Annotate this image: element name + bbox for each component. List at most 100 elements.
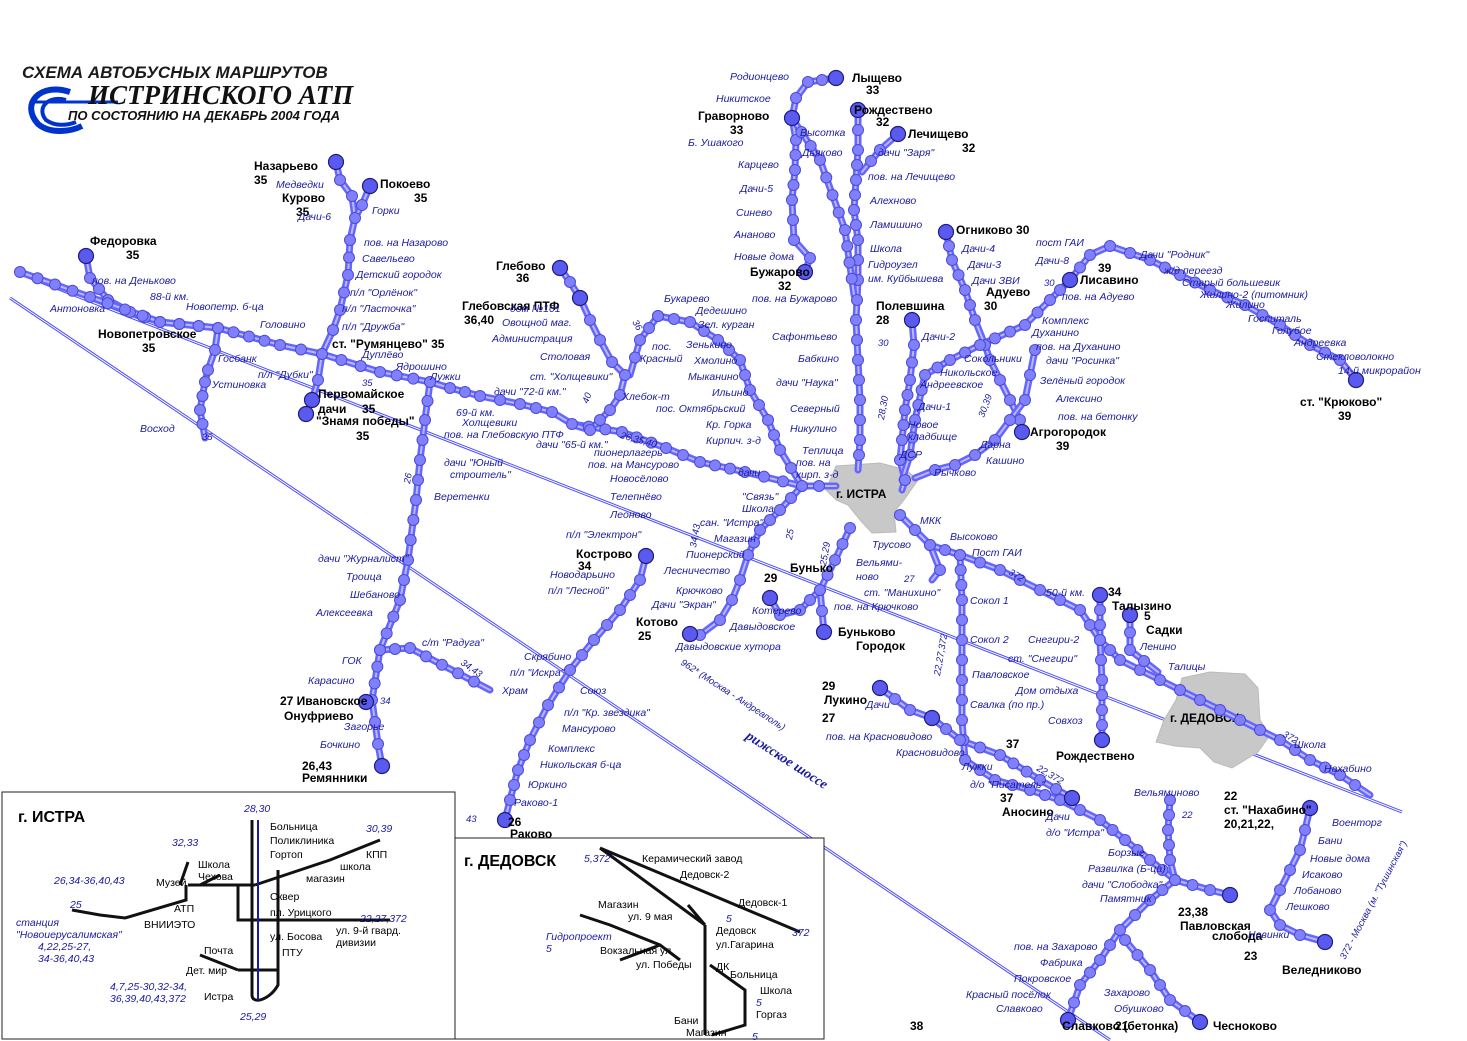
- stop-marker[interactable]: [709, 459, 721, 472]
- stop-marker[interactable]: [368, 677, 381, 690]
- stop-marker[interactable]: [594, 334, 606, 346]
- stop-marker[interactable]: [258, 334, 271, 347]
- stop-marker[interactable]: [1054, 794, 1066, 806]
- stop-marker[interactable]: [374, 644, 386, 656]
- stop-marker[interactable]: [1096, 704, 1108, 716]
- stop-marker[interactable]: [629, 351, 641, 364]
- stop-marker[interactable]: [714, 614, 726, 626]
- stop-marker[interactable]: [939, 544, 951, 556]
- stop-marker[interactable]: [814, 154, 826, 166]
- stop-marker[interactable]: [919, 369, 931, 381]
- stop-marker[interactable]: [940, 723, 952, 735]
- stop-marker[interactable]: [542, 699, 554, 711]
- stop-marker[interactable]: [1084, 966, 1096, 979]
- stop-marker[interactable]: [845, 272, 858, 285]
- stop-marker[interactable]: [371, 660, 384, 673]
- stop-marker[interactable]: [909, 524, 921, 536]
- stop-marker[interactable]: [832, 206, 845, 219]
- stop-marker[interactable]: [854, 394, 866, 406]
- stop-marker[interactable]: [1084, 619, 1096, 631]
- stop-marker[interactable]: [1124, 626, 1136, 639]
- stop-marker[interactable]: [584, 424, 596, 436]
- stop-marker[interactable]: [1334, 769, 1346, 781]
- stop-marker[interactable]: [1319, 761, 1331, 774]
- stop-marker[interactable]: [508, 779, 520, 791]
- stop-marker[interactable]: [1169, 874, 1181, 886]
- stop-marker[interactable]: [1179, 1005, 1191, 1017]
- stop-marker[interactable]: [1124, 247, 1136, 259]
- stop-marker[interactable]: [899, 474, 911, 486]
- stop-marker[interactable]: [424, 376, 436, 388]
- terminal-stop[interactable]: [1093, 731, 1111, 749]
- stop-marker[interactable]: [1162, 824, 1174, 836]
- stop-marker[interactable]: [764, 514, 776, 526]
- stop-marker[interactable]: [904, 704, 916, 716]
- stop-marker[interactable]: [814, 584, 826, 596]
- terminal-stop[interactable]: [373, 757, 391, 775]
- stop-marker[interactable]: [459, 386, 471, 398]
- stop-marker[interactable]: [1164, 794, 1176, 806]
- stop-marker[interactable]: [1004, 414, 1016, 426]
- terminal-stop[interactable]: [1059, 1011, 1077, 1029]
- terminal-stop[interactable]: [1121, 606, 1139, 624]
- stop-marker[interactable]: [943, 240, 955, 252]
- stop-marker[interactable]: [804, 140, 817, 152]
- stop-marker[interactable]: [789, 149, 802, 161]
- terminal-stop[interactable]: [361, 177, 379, 195]
- terminal-stop[interactable]: [327, 153, 345, 171]
- stop-marker[interactable]: [821, 569, 834, 581]
- terminal-stop[interactable]: [1316, 933, 1334, 951]
- stop-marker[interactable]: [412, 474, 424, 486]
- stop-marker[interactable]: [1106, 824, 1119, 836]
- stop-marker[interactable]: [634, 574, 646, 586]
- stop-marker[interactable]: [1138, 655, 1150, 667]
- stop-marker[interactable]: [343, 251, 355, 264]
- stop-marker[interactable]: [739, 466, 751, 478]
- stop-marker[interactable]: [209, 344, 221, 356]
- stop-marker[interactable]: [1096, 719, 1108, 731]
- stop-marker[interactable]: [712, 334, 724, 346]
- stop-marker[interactable]: [196, 418, 209, 430]
- stop-marker[interactable]: [1007, 757, 1020, 770]
- stop-marker[interactable]: [1024, 369, 1036, 381]
- stop-marker[interactable]: [1144, 964, 1156, 976]
- terminal-stop[interactable]: [1347, 371, 1365, 389]
- stop-marker[interactable]: [1274, 919, 1286, 931]
- stop-marker[interactable]: [795, 126, 808, 138]
- stop-marker[interactable]: [192, 320, 205, 332]
- stop-marker[interactable]: [136, 309, 149, 322]
- stop-marker[interactable]: [1114, 924, 1126, 936]
- stop-marker[interactable]: [1164, 994, 1176, 1006]
- stop-marker[interactable]: [1019, 394, 1031, 406]
- stop-marker[interactable]: [850, 174, 862, 186]
- stop-marker[interactable]: [416, 434, 429, 446]
- stop-marker[interactable]: [841, 240, 854, 253]
- terminal-stop[interactable]: [761, 589, 779, 607]
- stop-marker[interactable]: [1050, 783, 1062, 795]
- stop-marker[interactable]: [606, 356, 618, 368]
- stop-marker[interactable]: [407, 514, 420, 526]
- stop-marker[interactable]: [119, 303, 131, 316]
- stop-marker[interactable]: [1074, 804, 1086, 816]
- stop-marker[interactable]: [514, 398, 526, 410]
- stop-marker[interactable]: [1144, 254, 1156, 266]
- stop-marker[interactable]: [530, 402, 542, 414]
- stop-marker[interactable]: [974, 741, 986, 754]
- stop-marker[interactable]: [956, 694, 968, 706]
- stop-marker[interactable]: [14, 266, 26, 278]
- stop-marker[interactable]: [849, 189, 861, 201]
- stop-marker[interactable]: [1094, 814, 1106, 826]
- stop-marker[interactable]: [1131, 844, 1144, 856]
- stop-marker[interactable]: [915, 384, 928, 396]
- terminal-stop[interactable]: [637, 547, 655, 565]
- stop-marker[interactable]: [984, 354, 996, 366]
- stop-marker[interactable]: [956, 594, 968, 606]
- stop-marker[interactable]: [1274, 319, 1286, 331]
- stop-marker[interactable]: [1214, 704, 1226, 716]
- stop-marker[interactable]: [196, 390, 209, 402]
- stop-marker[interactable]: [906, 356, 918, 369]
- stop-marker[interactable]: [1284, 864, 1296, 876]
- stop-marker[interactable]: [390, 369, 403, 382]
- stop-marker[interactable]: [787, 179, 800, 191]
- stop-marker[interactable]: [66, 284, 79, 297]
